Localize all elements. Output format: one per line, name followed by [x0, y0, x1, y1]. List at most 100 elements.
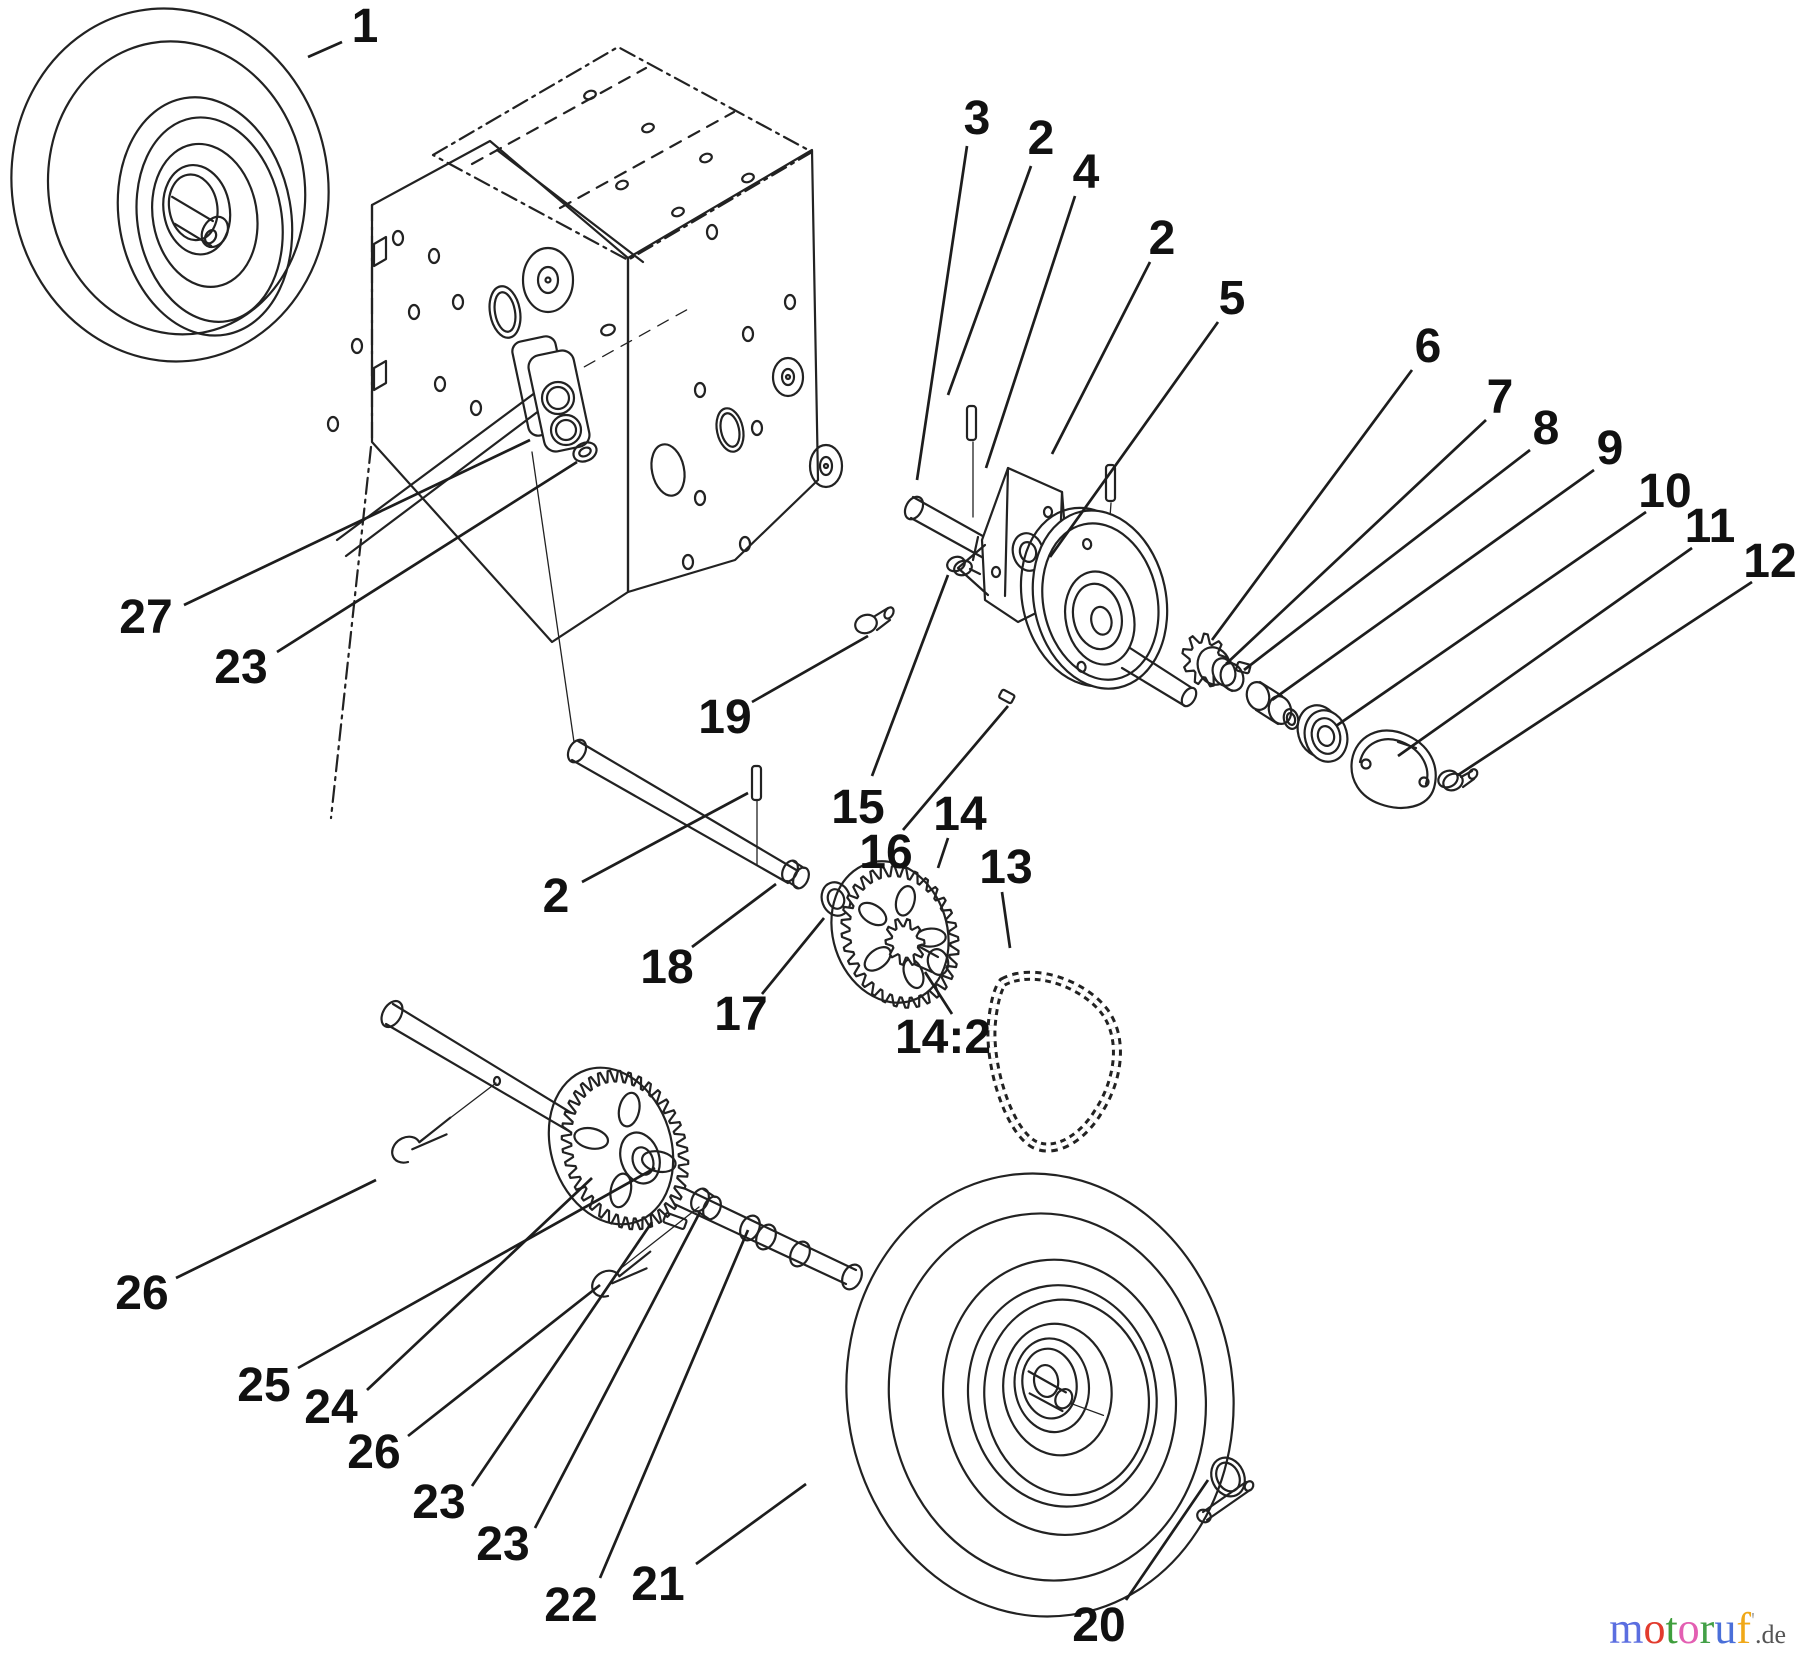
watermark-letter: o — [1677, 1604, 1700, 1653]
leader-line-23-b — [470, 1221, 654, 1487]
callout-label-13: 13 — [979, 841, 1032, 894]
callout-label-17: 17 — [714, 988, 767, 1041]
frame-roof-holes — [583, 89, 755, 218]
callout-label-16: 16 — [859, 826, 912, 879]
rear-wheel-hub — [1027, 1363, 1105, 1417]
leader-line-17 — [760, 917, 826, 995]
axle-gear — [547, 1066, 690, 1231]
intermediate-shaft — [566, 738, 800, 885]
spoke-cutout — [573, 1126, 610, 1150]
cable-socket-bracket — [511, 323, 616, 453]
leader-line-6 — [1210, 369, 1414, 641]
bearing-cover-plate — [1350, 729, 1437, 809]
leader-line-25 — [297, 1166, 656, 1370]
axle-gear-hub — [619, 1131, 661, 1185]
callout-label-25: 25 — [237, 1359, 290, 1412]
callout-label-26-b: 26 — [347, 1426, 400, 1479]
callout-label-12: 12 — [1743, 535, 1796, 588]
callout-label-14: 14 — [933, 788, 987, 841]
rear-wheel — [845, 1172, 1235, 1618]
watermark-tick: ' — [1750, 1607, 1755, 1633]
leader-line-27 — [183, 438, 531, 607]
callout-label-11: 11 — [1685, 500, 1736, 553]
leader-line-24 — [366, 1177, 593, 1391]
callout-label-9: 9 — [1597, 422, 1624, 475]
intermediate-shaft-assembly — [566, 738, 1122, 1153]
hairpin-clip-b — [587, 1250, 657, 1300]
cover-screw — [1437, 768, 1479, 792]
clevis-pin-c — [750, 764, 763, 802]
drum-axle-stub — [1120, 646, 1198, 708]
callout-label-7: 7 — [1487, 371, 1514, 424]
idler-pulley-right-upper — [771, 356, 805, 398]
woodruff-key — [1235, 660, 1252, 675]
leader-line-5 — [1048, 321, 1220, 558]
watermark-suffix: .de — [1754, 1620, 1786, 1649]
gear-teeth — [560, 1069, 690, 1231]
callout-label-8: 8 — [1533, 402, 1560, 455]
watermark-letter: u — [1714, 1604, 1737, 1653]
callout-label-14:2: 14:2 — [895, 1011, 991, 1064]
leader-line-12 — [1457, 580, 1753, 777]
callout-label-10: 10 — [1638, 465, 1691, 518]
axle-spacer — [739, 1214, 811, 1268]
leader-line-3 — [915, 145, 969, 481]
leader-line-15 — [870, 574, 950, 777]
leader-line-2-c — [581, 791, 749, 884]
spoke-cutout — [617, 1091, 641, 1128]
callout-label-4: 4 — [1073, 146, 1100, 199]
callout-label-20: 20 — [1072, 1599, 1125, 1652]
watermark-letter: m — [1609, 1604, 1644, 1653]
drive-parts-row — [1181, 632, 1479, 809]
leader-line-23-c — [533, 1211, 702, 1529]
wheel-axle-assembly — [380, 999, 863, 1300]
callout-label-1: 1 — [352, 0, 379, 53]
callout-label-18: 18 — [640, 941, 693, 994]
spoke-cutout — [863, 946, 892, 972]
leader-line-21 — [695, 1482, 807, 1566]
callout-label-2-a: 2 — [1028, 112, 1055, 165]
callout-label-2-c: 2 — [543, 870, 570, 923]
gear-teeth — [884, 918, 926, 966]
drive-chain — [986, 970, 1122, 1153]
spoke-cutout — [858, 901, 888, 927]
callout-label-27: 27 — [119, 591, 172, 644]
idler-pulley-left — [521, 246, 575, 314]
callout-label-19: 19 — [698, 691, 751, 744]
idler-pulley-right-lower — [808, 443, 844, 489]
watermark-letter: r — [1699, 1604, 1715, 1653]
leader-line-2-b — [1050, 261, 1152, 455]
watermark-letter: f — [1736, 1604, 1751, 1653]
sprocket-hub-bushing — [884, 918, 950, 976]
leader-line-4 — [984, 195, 1077, 469]
frame-oval-slot — [650, 443, 686, 497]
flange-nut — [946, 555, 982, 577]
leader-line-1 — [307, 40, 343, 59]
spoke-cutout — [609, 1172, 633, 1209]
klik-pin — [1196, 1456, 1255, 1524]
leader-line-23-a — [276, 460, 578, 654]
frame-right-panel-holes — [650, 223, 797, 571]
leader-line-13 — [1000, 891, 1012, 949]
leader-line-18 — [691, 882, 777, 949]
spoke-cutout — [894, 885, 917, 917]
flange-washer-upper — [572, 441, 598, 463]
callout-label-6: 6 — [1415, 320, 1442, 373]
leader-line-7 — [1225, 419, 1487, 665]
callout-label-3: 3 — [964, 92, 991, 145]
leader-line-11 — [1397, 546, 1693, 758]
front-wheel — [10, 7, 330, 363]
callout-label-23-c: 23 — [476, 1518, 529, 1571]
leader-line-26-b — [407, 1283, 601, 1438]
leader-line-26-a — [175, 1178, 377, 1280]
upper-axle-assembly — [854, 404, 1198, 708]
leader-line-14 — [936, 837, 950, 869]
leader-line-10 — [1335, 510, 1647, 728]
leader-line-9 — [1271, 468, 1595, 702]
watermark-letter: o — [1643, 1604, 1666, 1653]
callout-label-23-a: 23 — [214, 641, 267, 694]
watermark-word: motoruf — [1609, 1604, 1751, 1653]
front-wheel-axle-stub — [170, 195, 230, 249]
leader-line-20 — [1124, 1479, 1210, 1601]
